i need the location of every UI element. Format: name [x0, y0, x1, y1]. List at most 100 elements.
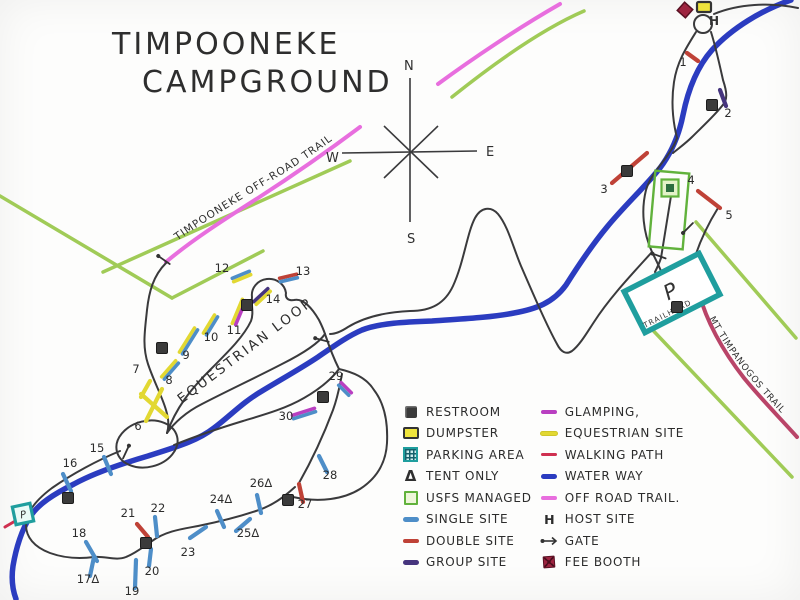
dumpster-icon: [695, 0, 713, 14]
fee-booth-icon: [540, 555, 559, 570]
site-marker-single: [180, 328, 200, 356]
site-marker-equestrian: [254, 289, 273, 307]
legend-label: TENT ONLY: [426, 469, 500, 484]
parking-icon: [401, 447, 420, 463]
site-marker-single: [233, 516, 253, 534]
restroom-icon: [156, 342, 168, 354]
legend-item-usfs-managed: USFS MANAGED: [401, 489, 532, 507]
compass-rose: [341, 78, 478, 222]
legend-item-parking-area: PARKING AREA: [401, 446, 532, 464]
legend-label: OFF ROAD TRAIL.: [564, 490, 681, 505]
site-marker-equestrian: [138, 391, 170, 420]
site-marker-single: [214, 508, 227, 530]
gate-icon: [650, 251, 667, 260]
site-label: 1: [679, 55, 686, 69]
legend-left-column: RESTROOM DUMPSTER PARKING AREA Δ TENT ON…: [401, 403, 532, 575]
site-label: 6: [134, 419, 141, 433]
site-label: 2: [724, 106, 731, 120]
legend-item-host-site: H HOST SITE: [540, 511, 684, 529]
host-site-label: H: [709, 14, 719, 28]
site-marker-single: [336, 383, 351, 398]
legend-label: DUMPSTER: [426, 426, 499, 441]
site-marker-equestrian: [138, 378, 153, 400]
restroom-icon: [706, 99, 718, 111]
site-marker-single: [132, 557, 139, 591]
legend-label: GROUP SITE: [426, 555, 507, 570]
group-site-icon: [401, 555, 420, 570]
site-marker-single: [204, 315, 220, 337]
site-marker-single: [162, 361, 181, 381]
compass-west-label: W: [326, 151, 339, 166]
legend-item-gate: GATE: [540, 532, 684, 550]
legend-item-group-site: GROUP SITE: [401, 554, 532, 572]
page-title-line2: CAMPGROUND: [142, 65, 393, 100]
restroom-icon: [62, 492, 74, 504]
site-label: 5: [725, 208, 732, 222]
host-site-loop: [693, 14, 713, 34]
compass-south-label: S: [407, 232, 415, 247]
site-marker-single: [316, 453, 330, 475]
legend-label: PARKING AREA: [426, 447, 525, 462]
legend-item-water-way: WATER WAY: [540, 468, 684, 486]
single-site-icon: [401, 512, 420, 527]
host-site-icon: H: [544, 511, 555, 527]
site-marker-double: [695, 188, 723, 211]
legend-label: DOUBLE SITE: [426, 533, 515, 548]
off-road-trail-icon: [540, 490, 559, 505]
site-label: 22: [151, 501, 166, 515]
site-marker-glamping: [339, 380, 354, 395]
legend-label: FEE BOOTH: [564, 555, 642, 570]
tent-icon: Δ: [404, 467, 417, 486]
legend-item-off-road-trail: OFF ROAD TRAIL.: [540, 489, 684, 507]
parking-area-box: [620, 249, 724, 337]
page-title-line1: TIMPOONEKE: [111, 27, 340, 62]
legend-item-tent-only: Δ TENT ONLY: [401, 468, 532, 486]
site-label: 13: [296, 264, 311, 278]
legend: RESTROOM DUMPSTER PARKING AREA Δ TENT ON…: [401, 403, 684, 575]
mt-timpanogos-trail: [697, 291, 799, 439]
site-label: 12: [215, 261, 230, 275]
site-marker-single: [230, 269, 252, 281]
fee-booth-icon: [676, 1, 694, 19]
legend-item-restroom: RESTROOM: [401, 403, 532, 421]
site-label: 11: [227, 323, 242, 337]
site-marker-double: [277, 272, 299, 281]
usfs-icon: [401, 490, 420, 505]
site-marker-equestrian: [159, 359, 178, 379]
restroom-icon: [621, 165, 633, 177]
parking-p-label-small: P: [19, 509, 28, 521]
site-marker-single: [254, 492, 264, 516]
restroom-icon: [401, 404, 420, 419]
legend-label: HOST SITE: [564, 512, 636, 527]
site-marker-double: [296, 481, 306, 505]
site-label: 10: [204, 330, 219, 344]
site-marker-single: [87, 554, 97, 579]
legend-item-single-site: SINGLE SITE: [401, 511, 532, 529]
site-marker-equestrian: [230, 297, 245, 326]
site-marker-double: [684, 50, 701, 64]
legend-label: SINGLE SITE: [426, 512, 509, 527]
site-marker-equestrian: [177, 326, 197, 354]
site-label: 16: [63, 456, 78, 470]
site-label: 3: [600, 182, 607, 196]
restroom-icon: [317, 391, 329, 403]
site-marker-single: [278, 275, 300, 284]
site-marker-single: [146, 546, 154, 569]
trailhead-parking: P TRAILHEAD: [620, 249, 724, 337]
site-marker-glamping: [290, 406, 317, 418]
dumpster-icon: [401, 426, 420, 441]
site-label: 21: [121, 506, 136, 520]
equestrian-loop-label: EQUESTRIAN LOOP: [175, 295, 317, 407]
legend-item-dumpster: DUMPSTER: [401, 425, 532, 443]
legend-item-walking-path: WALKING PATH: [540, 446, 684, 464]
legend-label: WALKING PATH: [564, 447, 665, 462]
site-label: 23: [181, 545, 196, 559]
site-marker-group: [717, 87, 729, 109]
restroom-icon: [241, 299, 253, 311]
legend-label: EQUESTRIAN SITE: [564, 426, 685, 441]
site-label: 30: [279, 409, 294, 423]
site-label: 18: [72, 526, 87, 540]
site-label: 15: [90, 441, 105, 455]
